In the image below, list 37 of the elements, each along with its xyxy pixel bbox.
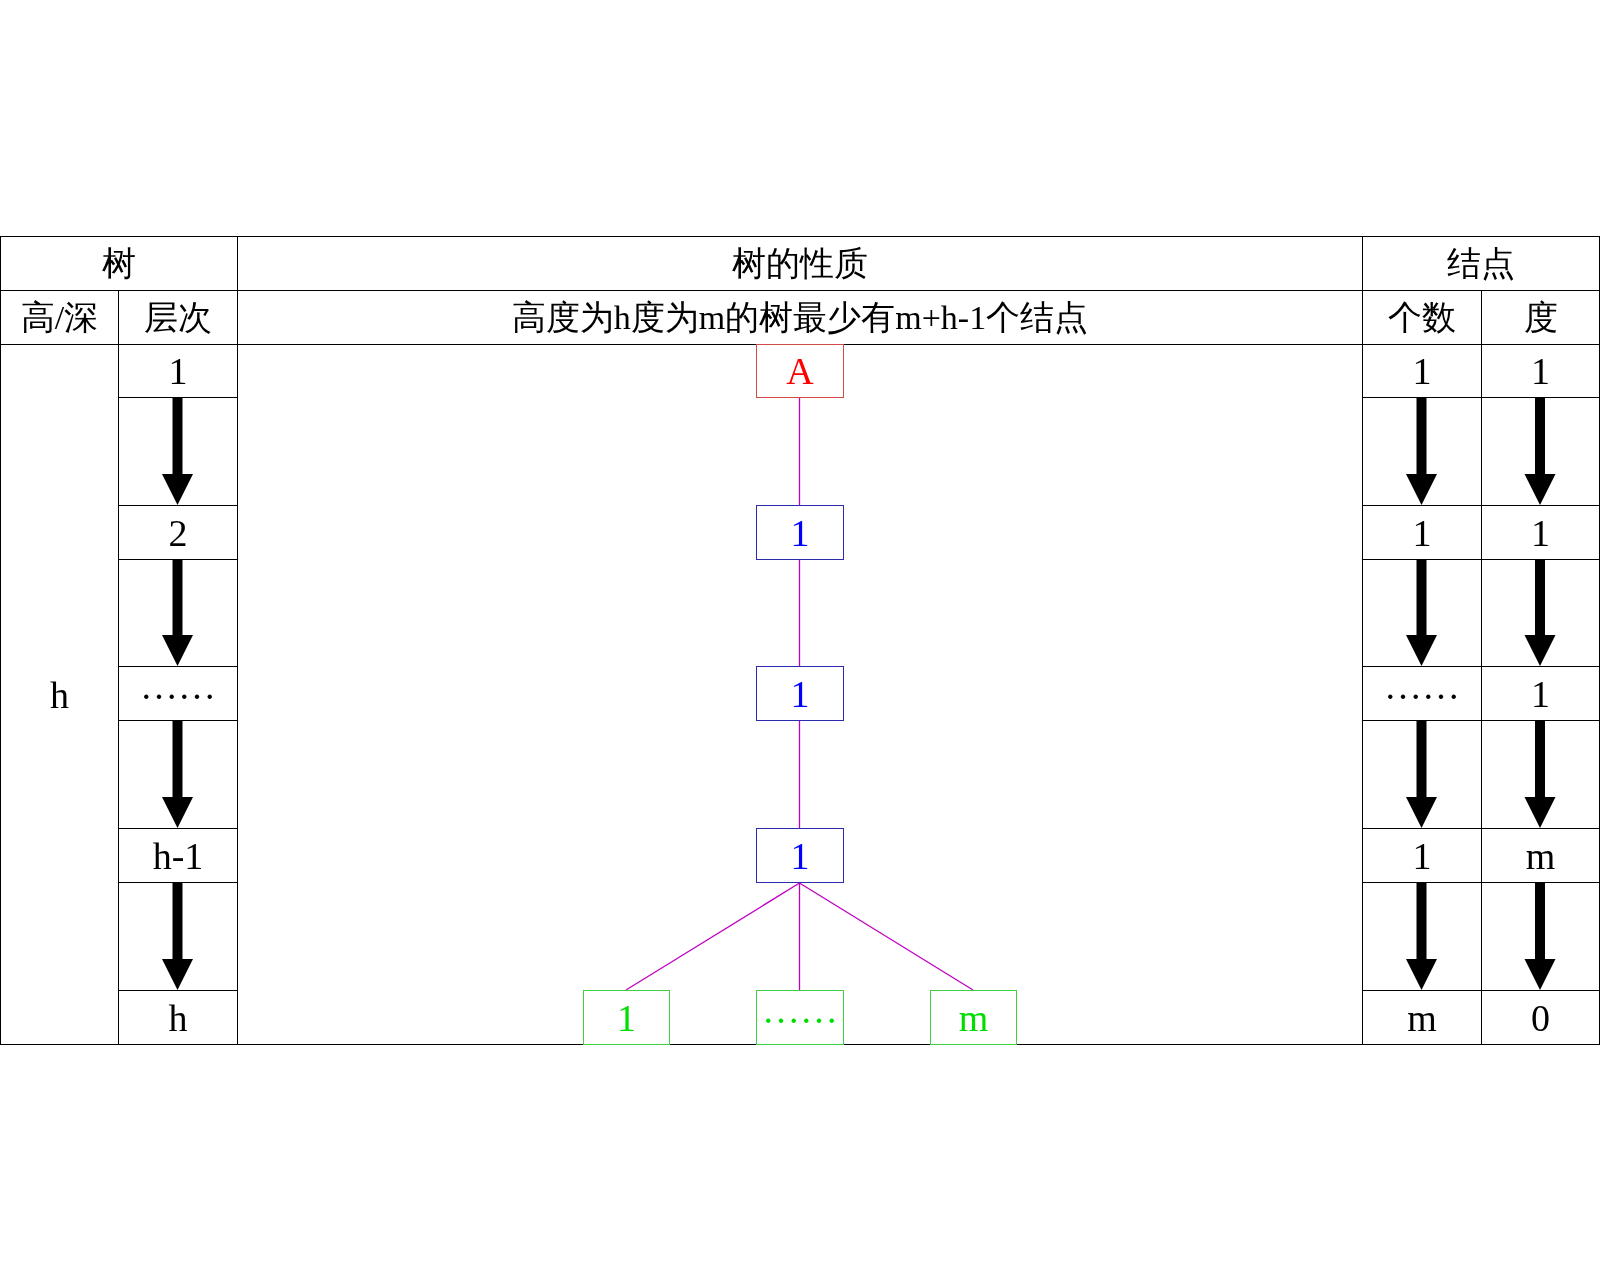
tree-node-box: 1 bbox=[583, 990, 670, 1045]
tree-node-box: 1 bbox=[756, 666, 844, 721]
arrow bbox=[1524, 883, 1556, 990]
table-cell: 2 bbox=[118, 505, 238, 560]
table-cell: h bbox=[118, 990, 238, 1045]
arrow bbox=[1524, 398, 1556, 505]
arrow bbox=[162, 560, 193, 666]
tree-node-box: 1 bbox=[756, 505, 844, 560]
table-cell: 1 bbox=[1362, 505, 1482, 560]
table-cell: 1 bbox=[1362, 828, 1482, 883]
connector-line bbox=[798, 720, 801, 829]
arrow bbox=[1406, 721, 1437, 828]
arrow bbox=[162, 398, 193, 505]
arrow bbox=[1524, 560, 1556, 666]
arrow bbox=[1524, 721, 1556, 828]
arrow bbox=[162, 721, 193, 828]
table-cell: 0 bbox=[1481, 990, 1600, 1045]
arrow bbox=[1406, 883, 1437, 990]
connector-line bbox=[625, 882, 801, 991]
table-cell: …… bbox=[1362, 666, 1482, 721]
header-cell: 树 bbox=[0, 236, 238, 291]
arrow bbox=[162, 883, 193, 990]
connector-line bbox=[798, 397, 801, 506]
table-cell: …… bbox=[118, 666, 238, 721]
tree-node-box: m bbox=[930, 990, 1017, 1045]
tree-node-box: A bbox=[756, 344, 844, 398]
table-cell: m bbox=[1362, 990, 1482, 1045]
arrow bbox=[1406, 398, 1437, 505]
connector-line bbox=[798, 559, 801, 667]
connector-line bbox=[798, 882, 801, 991]
connector-line bbox=[798, 882, 974, 991]
tree-node-box: 1 bbox=[756, 828, 844, 883]
table-cell: h bbox=[0, 344, 119, 1045]
arrow bbox=[1406, 560, 1437, 666]
table-cell: h-1 bbox=[118, 828, 238, 883]
tree-node-box: …… bbox=[756, 990, 844, 1045]
header-cell: 结点 bbox=[1362, 236, 1600, 291]
